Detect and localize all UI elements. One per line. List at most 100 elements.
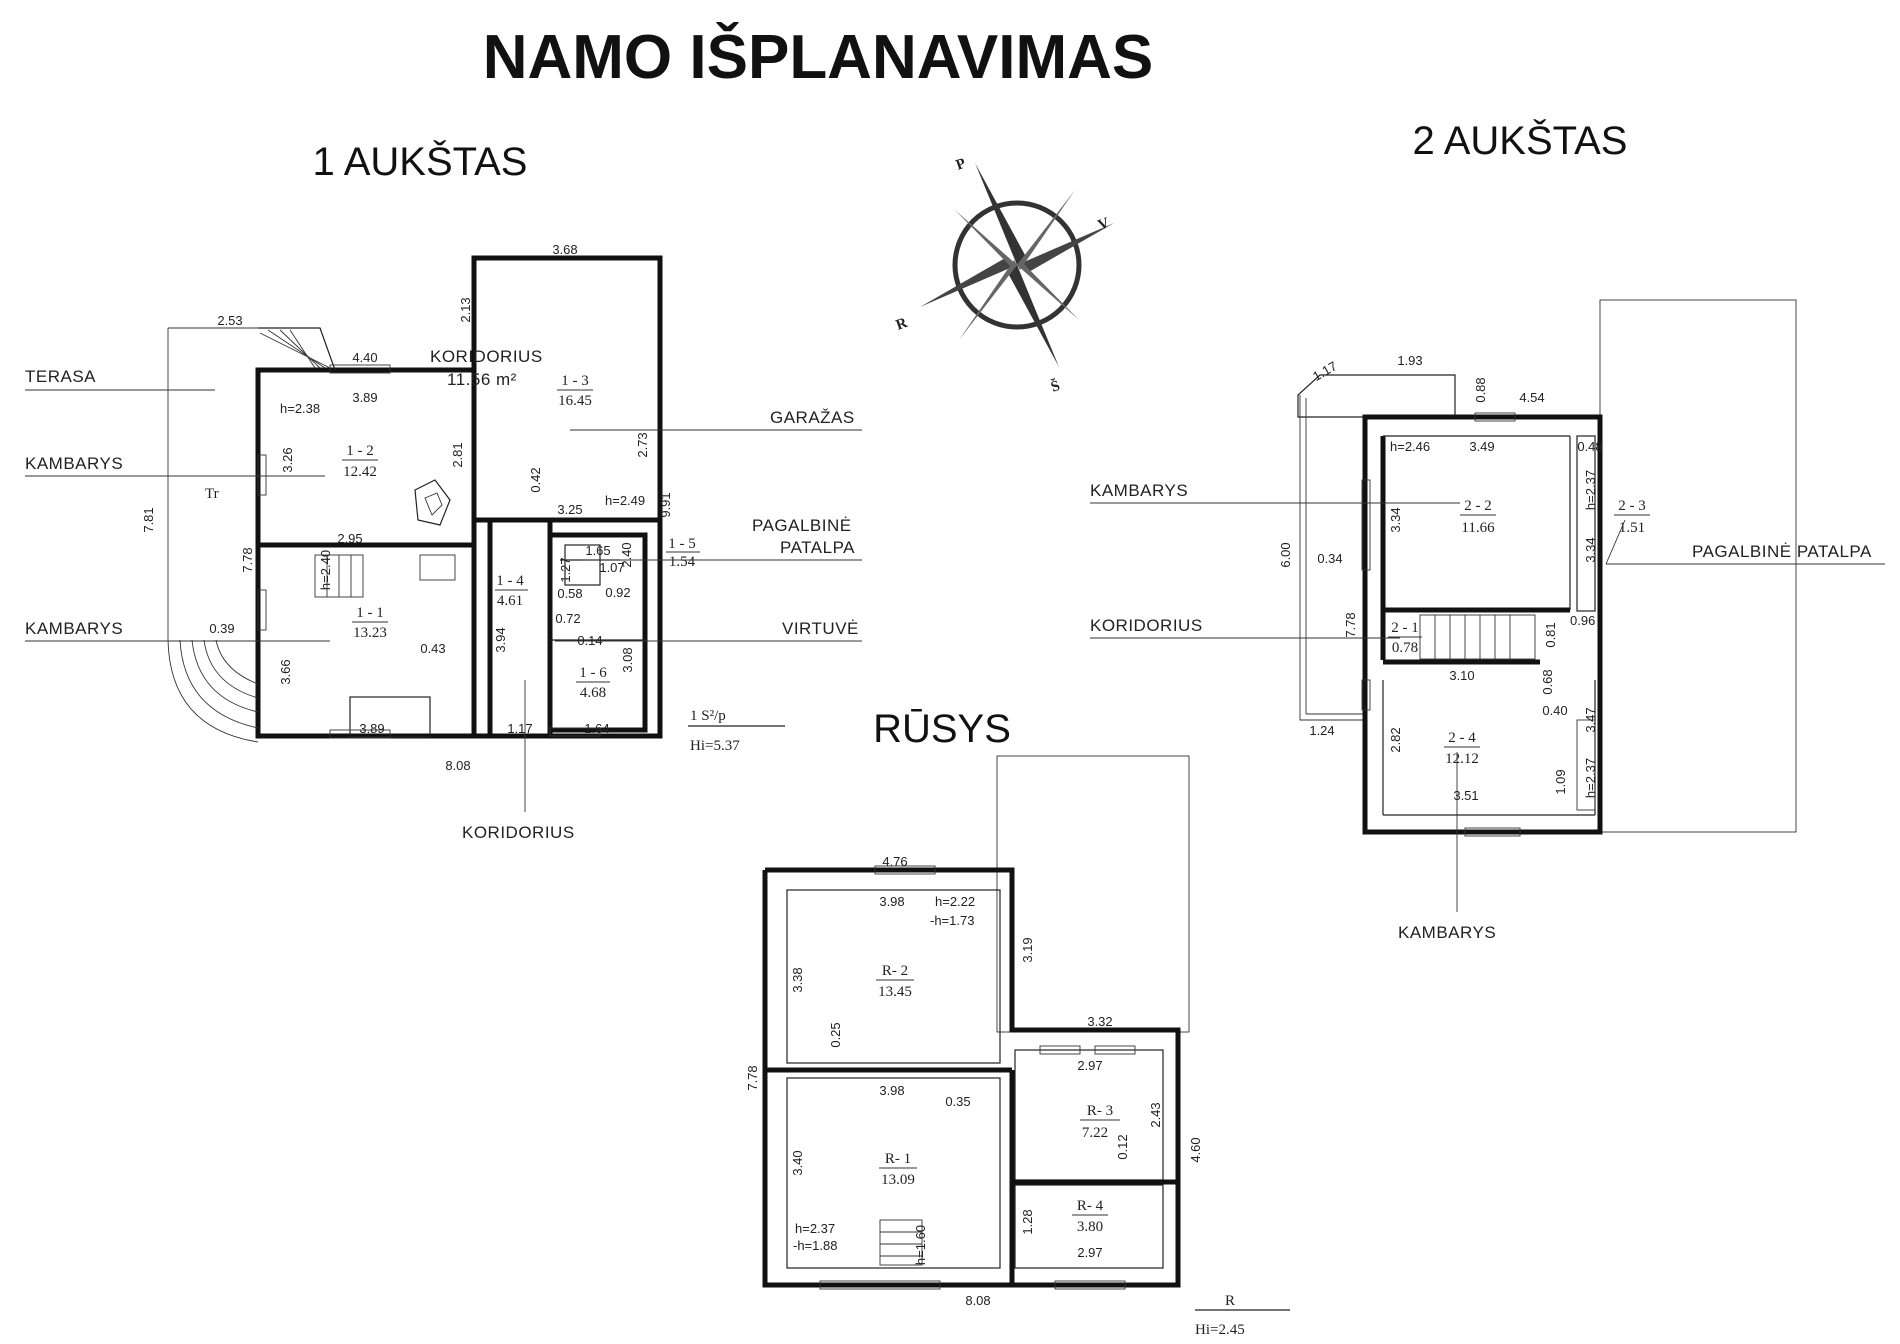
dim: 0.96 bbox=[1570, 613, 1595, 628]
dim: 3.49 bbox=[1469, 439, 1494, 454]
compass-south-icon: Š bbox=[1049, 377, 1063, 396]
dim: 3.38 bbox=[790, 967, 805, 992]
basement-stat-bottom: Hi=2.45 bbox=[1195, 1322, 1245, 1338]
label-koridorius-2: KORIDORIUS bbox=[1090, 616, 1203, 635]
room-1-5-id: 1 - 5 bbox=[668, 536, 696, 552]
dim: 1.24 bbox=[1309, 723, 1334, 738]
dim: 9.91 bbox=[658, 492, 673, 517]
dim: 0.12 bbox=[1115, 1134, 1130, 1159]
compass-rose: P V R Š bbox=[894, 156, 1114, 396]
dim: h=2.38 bbox=[280, 401, 320, 416]
dim: 2.40 bbox=[619, 542, 634, 567]
dim: 0.72 bbox=[555, 611, 580, 626]
dim: h=2.37 bbox=[1583, 470, 1598, 510]
label-koridorius-top: KORIDORIUS bbox=[430, 347, 543, 366]
dim: h=2.46 bbox=[1390, 439, 1430, 454]
dim: 0.88 bbox=[1473, 377, 1488, 402]
dim: 2.81 bbox=[450, 442, 465, 467]
label-kambarys-top-2: KAMBARYS bbox=[1090, 481, 1188, 500]
dim: h=2.37 bbox=[795, 1221, 835, 1236]
dim: 3.51 bbox=[1453, 788, 1478, 803]
dim: -h=1.88 bbox=[793, 1238, 837, 1253]
room-2-3-id: 2 - 3 bbox=[1618, 498, 1646, 514]
dim: 1.64 bbox=[584, 721, 609, 736]
dim: 2.43 bbox=[1148, 1102, 1163, 1127]
dim: 0.92 bbox=[605, 585, 630, 600]
dim: 7.78 bbox=[745, 1065, 760, 1090]
room-r-2-id: R- 2 bbox=[882, 963, 908, 979]
dim: 0.39 bbox=[209, 621, 234, 636]
dim: 2.82 bbox=[1388, 727, 1403, 752]
room-2-3-area: 1.51 bbox=[1619, 520, 1645, 536]
dim: 3.40 bbox=[790, 1150, 805, 1175]
room-2-1-id: 2 - 1 bbox=[1391, 620, 1419, 636]
dim: 1.09 bbox=[1553, 769, 1568, 794]
dim: 0.34 bbox=[1317, 551, 1342, 566]
dim: 4.76 bbox=[882, 854, 907, 869]
room-2-2-area: 11.66 bbox=[1461, 520, 1495, 536]
compass-west-icon: R bbox=[894, 315, 910, 334]
dim: 0.58 bbox=[557, 586, 582, 601]
label-pagalbine-2: PAGALBINĖ PATALPA bbox=[1692, 542, 1872, 561]
room-1-5-area: 1.54 bbox=[669, 554, 696, 570]
dim: 0.43 bbox=[420, 641, 445, 656]
dim: 7.78 bbox=[240, 547, 255, 572]
dim: 6.00 bbox=[1278, 542, 1293, 567]
dim: 4.60 bbox=[1188, 1137, 1203, 1162]
dim: h=1.60 bbox=[913, 1225, 928, 1265]
floor-1-plan: 1 AUKŠTAS bbox=[25, 139, 862, 842]
dim: h=2.37 bbox=[1583, 758, 1598, 798]
label-tr: Tr bbox=[205, 486, 219, 502]
dim: 0.40 bbox=[1542, 703, 1567, 718]
dim: 3.47 bbox=[1583, 707, 1598, 732]
room-1-1-id: 1 - 1 bbox=[356, 605, 384, 621]
dim: 1.17 bbox=[507, 721, 532, 736]
label-patalpa: PATALPA bbox=[780, 538, 855, 557]
floor-1-stat-top: 1 S²/p bbox=[690, 708, 726, 724]
dim: 0.42 bbox=[528, 467, 543, 492]
label-garazas: GARAŽAS bbox=[770, 408, 855, 427]
dim: 7.81 bbox=[141, 507, 156, 532]
dim: h=2.40 bbox=[318, 550, 333, 590]
dim: 8.08 bbox=[965, 1293, 990, 1308]
label-virtuve: VIRTUVĖ bbox=[782, 619, 859, 638]
floor-2-plan: 2 AUKŠTAS 2 - 2 11.66 2 - 3 bbox=[1090, 118, 1885, 942]
room-1-3-id: 1 - 3 bbox=[561, 373, 589, 389]
dim: h=2.22 bbox=[935, 894, 975, 909]
room-r-1-id: R- 1 bbox=[885, 1151, 911, 1167]
room-r-3-id: R- 3 bbox=[1087, 1103, 1113, 1119]
floor-1-heading: 1 AUKŠTAS bbox=[313, 139, 528, 184]
dim: h=2.49 bbox=[605, 493, 645, 508]
page-title: NAMO IŠPLANAVIMAS bbox=[483, 23, 1154, 92]
dim: 2.97 bbox=[1077, 1058, 1102, 1073]
dim: 0.81 bbox=[1543, 622, 1558, 647]
dim: 1.93 bbox=[1397, 353, 1422, 368]
dim: 1.65 bbox=[585, 543, 610, 558]
dim: 3.89 bbox=[359, 721, 384, 736]
room-1-4-id: 1 - 4 bbox=[496, 573, 524, 589]
dim: -h=1.73 bbox=[930, 913, 974, 928]
room-r-1-area: 13.09 bbox=[881, 1172, 915, 1188]
dim: 3.68 bbox=[552, 242, 577, 257]
dim: 2.13 bbox=[458, 297, 473, 322]
dim: 0.25 bbox=[828, 1022, 843, 1047]
dim: 3.66 bbox=[278, 659, 293, 684]
label-koridorius-area: 11.56 m² bbox=[447, 370, 517, 389]
dim: 3.89 bbox=[352, 390, 377, 405]
basement-plan: RŪSYS R- 2 13.45 R- 1 13.09 R- 3 7.22 R-… bbox=[745, 707, 1290, 1338]
dim: 1.27 bbox=[558, 557, 573, 582]
dim: 0.48 bbox=[1577, 439, 1602, 454]
room-1-4-area: 4.61 bbox=[497, 593, 523, 609]
room-2-2-id: 2 - 2 bbox=[1464, 498, 1492, 514]
room-1-6-id: 1 - 6 bbox=[579, 665, 607, 681]
floor-2-heading: 2 AUKŠTAS bbox=[1413, 118, 1628, 163]
label-kambarys-top: KAMBARYS bbox=[25, 454, 123, 473]
room-r-4-area: 3.80 bbox=[1077, 1219, 1103, 1235]
dim: 2.73 bbox=[635, 432, 650, 457]
dim: 3.25 bbox=[557, 502, 582, 517]
dim: 3.94 bbox=[493, 627, 508, 652]
dim: 3.32 bbox=[1087, 1014, 1112, 1029]
dim: 0.35 bbox=[945, 1094, 970, 1109]
label-pagalbine: PAGALBINĖ bbox=[752, 516, 852, 535]
